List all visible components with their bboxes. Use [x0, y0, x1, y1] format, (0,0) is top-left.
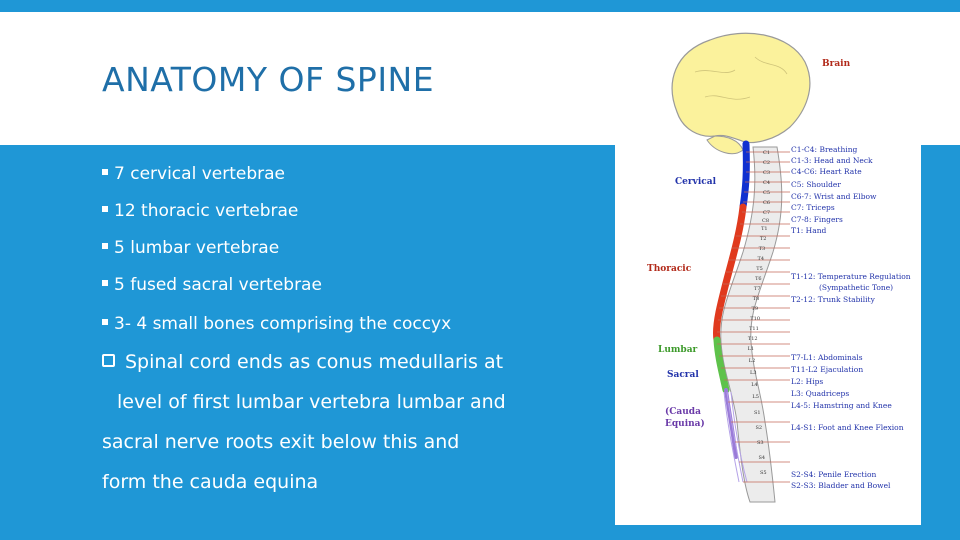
function-label: S2-S4: Penile Erection — [791, 470, 876, 479]
vertebral-column — [720, 146, 783, 503]
vertebra-label: S4 — [759, 455, 766, 461]
vertebra-label: T4 — [758, 256, 765, 262]
bullet-item: 3- 4 small bones comprising the coccyx — [102, 314, 451, 334]
vertebra-label: C5 — [763, 190, 770, 196]
top-strip — [0, 0, 960, 12]
vertebra-label: S1 — [754, 410, 761, 416]
function-label: T11-L2 Ejaculation — [791, 365, 863, 374]
vertebra-label: T2 — [760, 236, 767, 242]
function-label: T1: Hand — [791, 226, 827, 235]
bullet-text: 5 fused sacral vertebrae — [114, 275, 322, 295]
vertebra-label: S5 — [760, 470, 767, 476]
vertebra-label: T9 — [752, 306, 759, 312]
function-label: (Sympathetic Tone) — [819, 283, 893, 292]
checkbox-point: Spinal cord ends as conus medullaris at — [102, 351, 503, 373]
function-label: T1-12: Temperature Regulation — [791, 272, 911, 281]
bullet-text: 3- 4 small bones comprising the coccyx — [114, 314, 452, 334]
square-bullet-icon — [102, 206, 108, 212]
vertebra-label: T1 — [761, 226, 768, 232]
vertebra-label: T8 — [753, 296, 760, 302]
vertebra-label: L4 — [751, 382, 758, 388]
vertebra-label: T7 — [754, 286, 761, 292]
vertebra-label: L2 — [749, 358, 756, 364]
vertebra-label: S2 — [756, 425, 763, 431]
cervical-cord — [739, 140, 750, 211]
vertebra-label: T12 — [748, 336, 758, 342]
cauda-label-line2: Equina) — [665, 418, 705, 429]
nerve-roots — [717, 151, 790, 483]
bullet-text: 5 lumbar vertebrae — [114, 238, 280, 258]
vertebra-label: T10 — [750, 316, 760, 322]
vertebra-label: C3 — [763, 170, 770, 176]
function-label: C6-7: Wrist and Elbow — [791, 192, 877, 201]
function-label: T2-12: Trunk Stability — [791, 295, 876, 304]
vertebra-label: T6 — [755, 276, 762, 282]
bullet-item: 7 cervical vertebrae — [102, 164, 285, 184]
vertebra-label: L5 — [752, 394, 759, 400]
thoracic-label: Thoracic — [647, 264, 692, 274]
function-label: C5: Shoulder — [791, 180, 841, 189]
lumbar-label: Lumbar — [658, 345, 698, 355]
vertebra-label: T5 — [756, 266, 763, 272]
cauda-label-line1: (Cauda — [665, 406, 701, 417]
brain-label: Brain — [822, 59, 851, 69]
function-label: C1-3: Head and Neck — [791, 156, 873, 165]
square-bullet-icon — [102, 319, 108, 325]
bullet-text: 12 thoracic vertebrae — [114, 201, 299, 221]
function-label: L3: Quadriceps — [791, 389, 849, 398]
function-labels: C1-C4: Breathing C1-3: Head and Neck C4-… — [791, 145, 911, 490]
sacral-label: Sacral — [667, 370, 699, 380]
point-line-3: sacral nerve roots exit below this and — [102, 431, 460, 453]
function-label: L4-S1: Foot and Knee Flexion — [791, 423, 904, 432]
bullet-text: 7 cervical vertebrae — [114, 164, 285, 184]
brain-shape — [671, 32, 811, 144]
point-line-2: level of first lumbar vertebra lumbar an… — [117, 391, 506, 413]
function-label: C7: Triceps — [791, 203, 835, 212]
vertebra-label: C4 — [763, 180, 770, 186]
cauda-equina — [723, 391, 748, 483]
vertebra-label: C7 — [763, 210, 770, 216]
vertebra-label: T11 — [749, 326, 759, 332]
vertebra-label: S3 — [757, 440, 764, 446]
vertebra-label: C1 — [763, 150, 770, 156]
square-bullet-icon — [102, 169, 108, 175]
square-bullet-icon — [102, 243, 108, 249]
spine-diagram: C1C2C3C4C5C6C7C8T1T2T3T4T5T6T7T8T9T10T11… — [647, 32, 911, 503]
point-line-1: Spinal cord ends as conus medullaris at — [125, 351, 504, 373]
bullet-item: 5 lumbar vertebrae — [102, 238, 279, 258]
function-label: C7-8: Fingers — [791, 215, 843, 224]
function-label: C1-C4: Breathing — [791, 145, 858, 154]
vertebra-label: T3 — [759, 246, 766, 252]
function-label: T7-L1: Abdominals — [791, 353, 863, 362]
square-bullet-icon — [102, 280, 108, 286]
function-label: S2-S3: Bladder and Bowel — [791, 481, 891, 490]
bullet-item: 12 thoracic vertebrae — [102, 201, 298, 221]
vertebra-label: C2 — [763, 160, 770, 166]
point-line-4: form the cauda equina — [102, 471, 319, 493]
slide-title: ANATOMY OF SPINE — [102, 60, 435, 99]
bullet-item: 5 fused sacral vertebrae — [102, 275, 322, 295]
cervical-label: Cervical — [675, 177, 717, 187]
vertebra-label: C8 — [762, 218, 769, 224]
function-label: L2: Hips — [791, 377, 823, 386]
checkbox-bullet-icon — [102, 354, 115, 367]
function-label: L4-5: Hamstring and Knee — [791, 401, 892, 410]
vertebra-label: L1 — [748, 346, 755, 352]
thoracic-cord — [712, 203, 747, 344]
function-label: C4-C6: Heart Rate — [791, 167, 862, 176]
vertebra-label: C6 — [763, 200, 770, 206]
vertebra-label: L3 — [750, 370, 757, 376]
